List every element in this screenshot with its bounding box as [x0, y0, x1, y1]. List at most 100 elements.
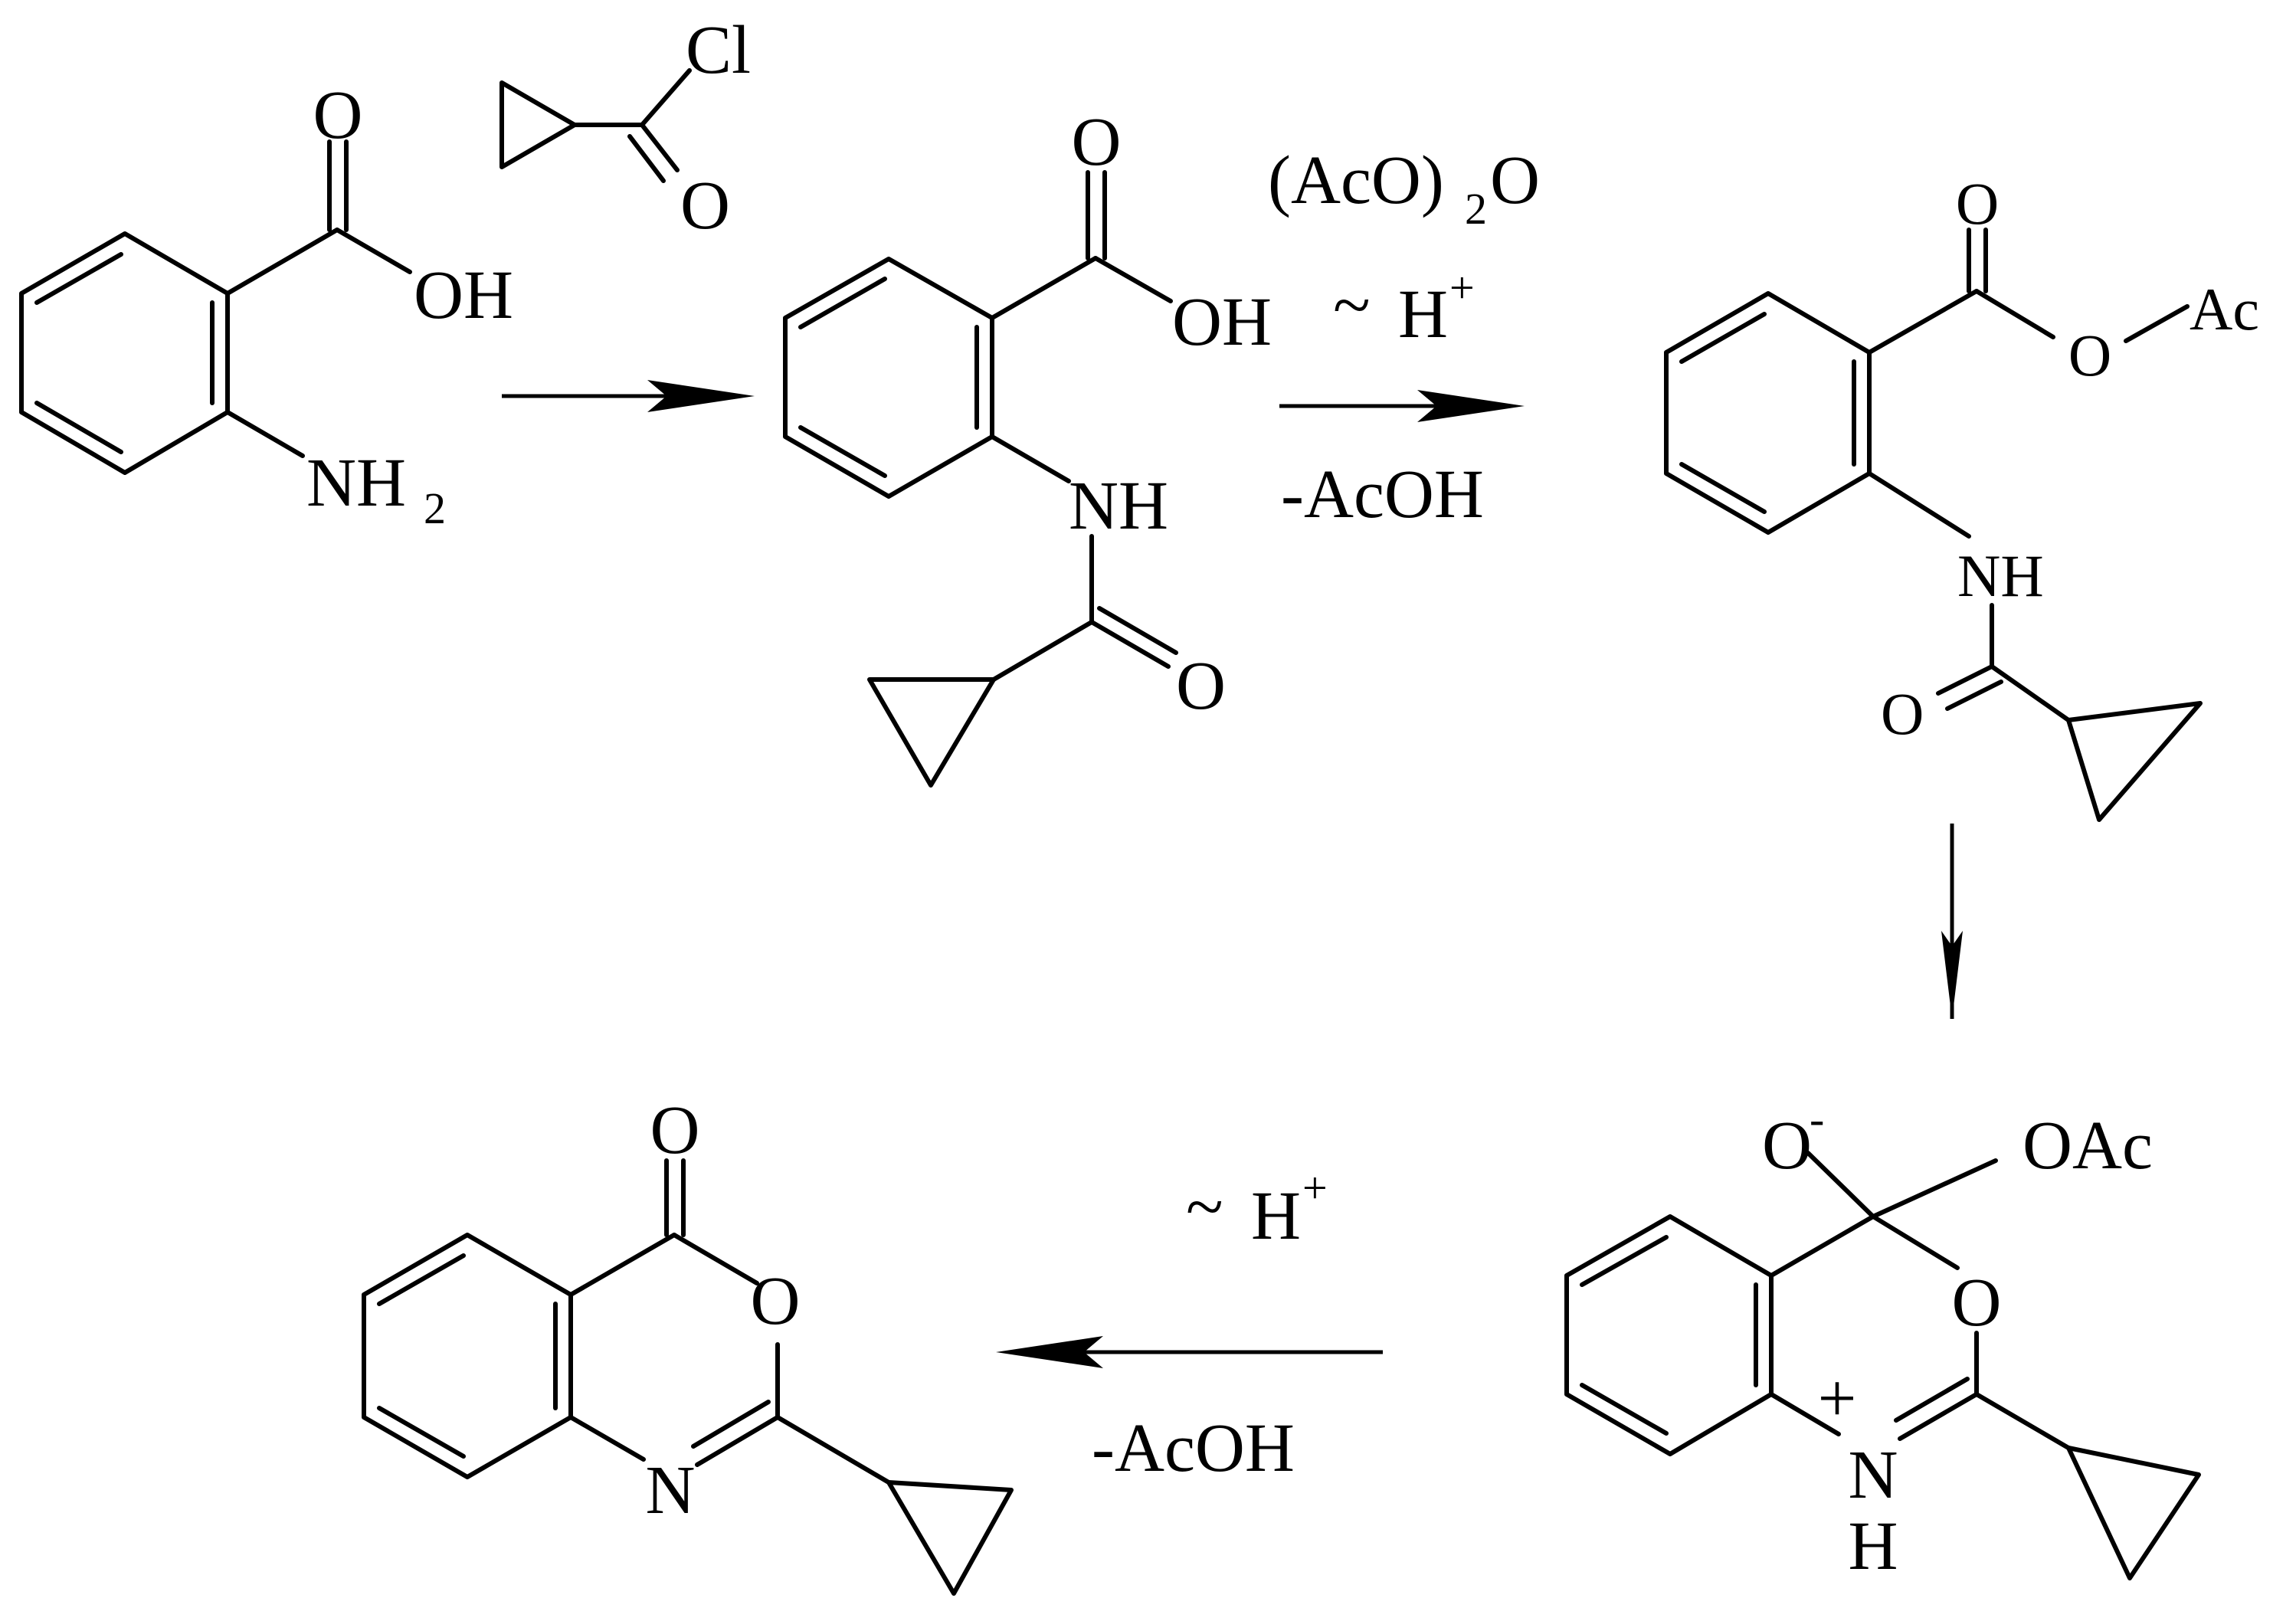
chlorine-label: Cl — [686, 12, 751, 88]
iminium-nitrogen-label: N — [1849, 1437, 1898, 1513]
carbonyl-double-bond — [640, 123, 680, 172]
bond — [568, 1233, 676, 1297]
aromatic-double-bond — [1580, 1383, 1669, 1436]
carbonyl-double-bond — [1945, 680, 2003, 711]
compound-n-cyclopropanecarbonyl-anthranilic-acid: O OH NH O — [783, 104, 1272, 788]
amide-nh-label: NH — [1957, 542, 2044, 609]
carbonyl-double-bond — [1089, 620, 1171, 669]
amide-oxygen-label: O — [1881, 680, 1924, 747]
arrow-head — [647, 380, 755, 412]
bond — [990, 256, 1098, 320]
bond — [568, 1415, 646, 1462]
acetic-anhydride-subscript: 2 — [1465, 184, 1487, 234]
carbonyl-oxygen-label: O — [1072, 104, 1122, 180]
compound-benzoxazinone-product: O O N — [362, 1092, 1014, 1596]
amine-subscript: 2 — [424, 483, 446, 533]
ring-oxygen-label: O — [1952, 1265, 2002, 1341]
aromatic-double-bond — [34, 401, 123, 454]
bond — [990, 434, 1071, 483]
benzene-ring — [19, 231, 230, 475]
carbonyl-oxygen-label: O — [313, 77, 363, 153]
bond — [1806, 1151, 1875, 1219]
hydroxyl-label: OH — [1172, 284, 1272, 360]
bond — [672, 1233, 759, 1285]
reaction-arrow-4-head — [996, 1336, 1103, 1368]
compound-tetrahedral-intermediate: O - OAc O + N H — [1564, 1094, 2201, 1584]
bond — [1093, 256, 1173, 303]
amide-nh-label: NH — [1069, 468, 1168, 544]
bond — [1871, 1214, 1960, 1270]
benzene-ring — [1664, 291, 1872, 535]
cyclopropane-ring — [2066, 1446, 2201, 1580]
bond — [1769, 1214, 1875, 1278]
acetyl-label: Ac — [2190, 276, 2259, 342]
byproduct-label: -AcOH — [1092, 1410, 1295, 1486]
cyclopropane-ring — [499, 80, 577, 169]
aromatic-double-bond — [377, 1406, 466, 1459]
proton-charge: + — [1449, 263, 1475, 313]
reaction-conditions-1: (AcO) 2 O ~ H + -AcOH — [1268, 142, 1540, 532]
aromatic-double-bond — [377, 1253, 466, 1306]
carbonyl-double-bond — [1936, 664, 1994, 696]
arrow-head — [1941, 931, 1963, 1019]
bond — [1867, 471, 1971, 539]
bond — [1769, 1392, 1841, 1436]
acetic-anhydride-tail: O — [1490, 142, 1540, 218]
reaction-arrow-1 — [502, 380, 755, 412]
bond — [1867, 289, 1979, 355]
alkoxide-charge: - — [1810, 1094, 1824, 1144]
compound-anthranilic-acid: O OH NH 2 — [19, 77, 513, 533]
bond — [775, 1415, 891, 1485]
reagent-cyclopropanecarbonyl-chloride: Cl O — [499, 12, 751, 244]
carbonyl-double-bond — [627, 134, 666, 183]
proton-charge: + — [1302, 1163, 1328, 1213]
bond — [1871, 1158, 1998, 1219]
compound-mixed-anhydride: O O Ac NH O — [1664, 170, 2259, 822]
bond — [1990, 664, 2071, 722]
imine-double-bond — [691, 1400, 771, 1449]
bond — [1974, 1392, 2071, 1450]
proton-transfer-tilde: ~ — [1333, 267, 1371, 343]
reaction-conditions-2: ~ H + -AcOH — [996, 1163, 1383, 1486]
aromatic-double-bond — [1580, 1235, 1669, 1287]
imine-double-bond — [1898, 1392, 1979, 1441]
carbonyl-oxygen-label: O — [1956, 170, 1999, 237]
hydroxyl-label: OH — [414, 257, 513, 333]
cyclopropane-ring — [886, 1480, 1014, 1596]
amine-label: NH — [306, 445, 406, 521]
acetoxy-label: OAc — [2023, 1108, 2153, 1184]
carbonyl-oxygen-label: O — [650, 1092, 700, 1168]
benzene-ring — [1564, 1214, 1774, 1456]
cyclopropane-ring — [867, 677, 996, 788]
carbonyl-double-bond — [1097, 606, 1178, 655]
proton-transfer-tilde: ~ — [1186, 1169, 1223, 1245]
carbonyl-oxygen-label: O — [680, 168, 730, 244]
bond — [335, 228, 412, 274]
aromatic-double-bond — [798, 425, 887, 478]
imine-double-bond — [695, 1415, 780, 1467]
iminium-hydrogen-label: H — [1849, 1508, 1898, 1584]
bond — [225, 410, 305, 458]
amide-oxygen-label: O — [1176, 648, 1226, 724]
reaction-arrow-3 — [1941, 824, 1963, 1019]
ester-oxygen-label: O — [2068, 322, 2111, 388]
byproduct-label: -AcOH — [1281, 457, 1484, 532]
ring-oxygen-label: O — [751, 1263, 801, 1339]
iminium-charge: + — [1818, 1361, 1857, 1436]
aromatic-double-bond — [1679, 462, 1767, 514]
bond — [225, 228, 339, 296]
bond — [2124, 304, 2190, 343]
bond — [1974, 289, 2055, 339]
alkoxide-oxygen-label: O — [1762, 1108, 1812, 1184]
proton-label: H — [1251, 1178, 1301, 1254]
proton-label: H — [1398, 277, 1448, 352]
acetic-anhydride-label: (AcO) — [1268, 142, 1444, 218]
cyclopropane-ring — [2066, 701, 2203, 822]
aromatic-double-bond — [798, 277, 887, 329]
aromatic-double-bond — [1679, 312, 1767, 364]
ring-nitrogen-label: N — [646, 1452, 696, 1528]
benzene-ring — [362, 1233, 573, 1479]
imine-double-bond — [1894, 1377, 1970, 1423]
aromatic-double-bond — [34, 252, 123, 305]
bond — [991, 620, 1094, 682]
